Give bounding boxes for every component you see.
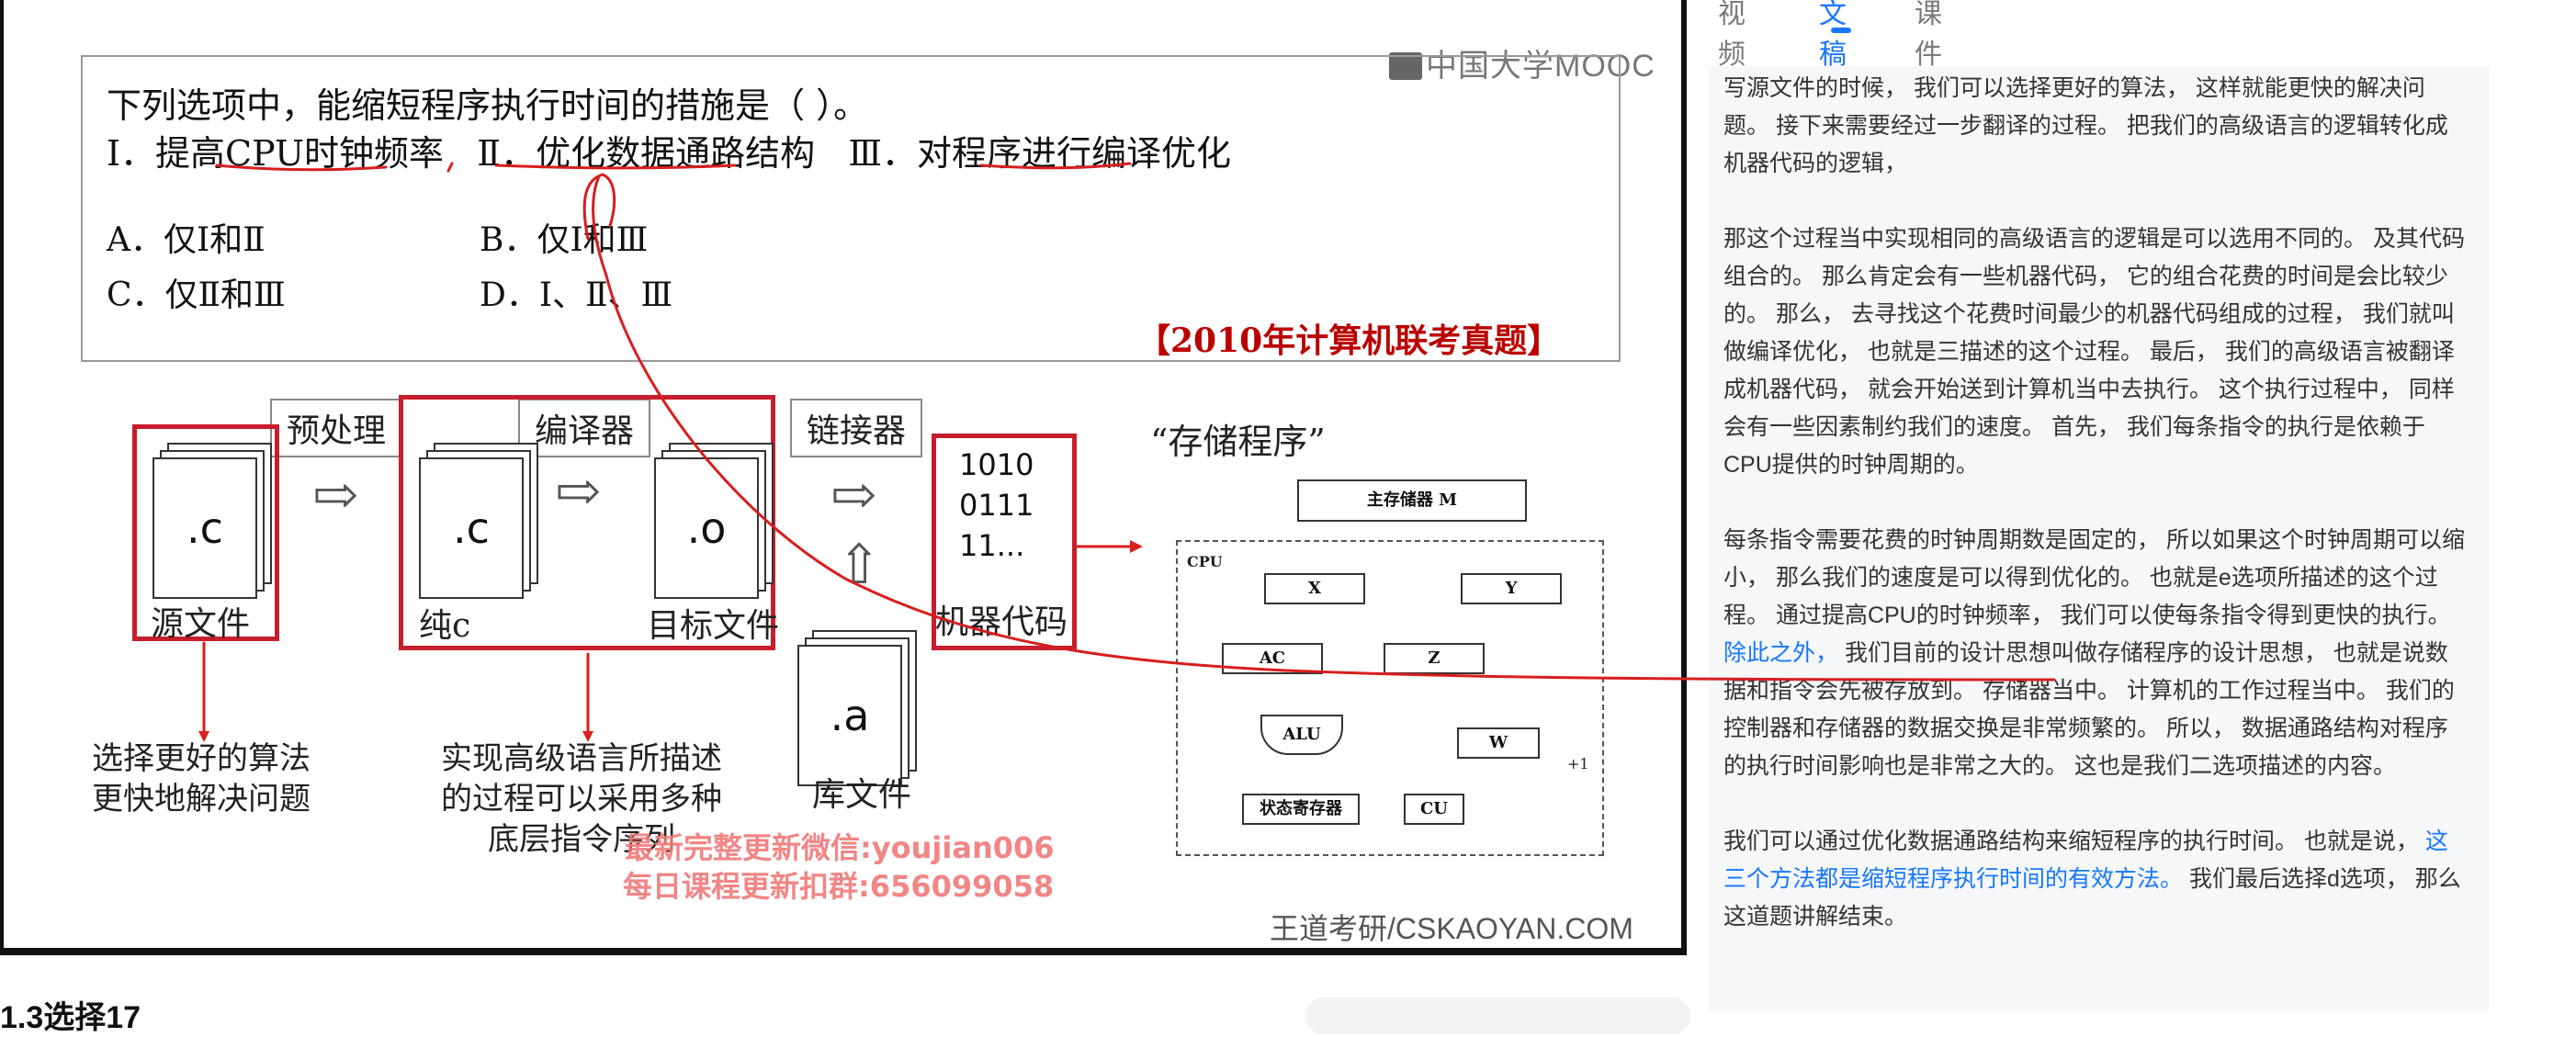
- video-player[interactable]: 中国大学MOOC 下列选项中，能缩短程序执行时间的措施是（ ）。 Ⅰ．提高CPU…: [0, 0, 1687, 955]
- control-unit: CU: [1404, 794, 1464, 825]
- pure-c-doc: .c: [419, 457, 524, 599]
- question-item-3: Ⅲ．对程序进行编译优化: [848, 133, 1232, 174]
- arrow-right-icon: ⇨: [555, 459, 602, 524]
- object-file-caption: 目标文件: [647, 607, 780, 645]
- question-stem: 下列选项中，能缩短程序执行时间的措施是（ ）。: [107, 85, 869, 126]
- status-register: 状态寄存器: [1242, 794, 1360, 825]
- bottom-control-pill[interactable]: [1305, 998, 1690, 1034]
- tab-courseware[interactable]: 课件: [1915, 0, 1942, 70]
- arrow-right-icon: ⇨: [830, 463, 877, 527]
- pure-c-caption: 纯c: [419, 607, 471, 645]
- machine-code-bits: 1010 0111 11...: [959, 447, 1034, 563]
- machine-code-caption: 机器代码: [935, 603, 1068, 641]
- transcript-panel[interactable]: 写源文件的时候， 我们可以选择更好的算法， 这样就能更快的解决问题。 接下来需要…: [1709, 66, 2490, 1012]
- transcript-paragraph[interactable]: 写源文件的时候， 我们可以选择更好的算法， 这样就能更快的解决问题。 接下来需要…: [1723, 75, 2448, 176]
- register-ac: AC: [1222, 643, 1323, 674]
- arrow-up-icon: ⇧: [836, 533, 883, 597]
- transcript-paragraph[interactable]: 每条指令需要花费的时钟周期数是固定的， 所以如果这个时钟周期可以缩小， 那么我们…: [1723, 527, 2465, 779]
- transcript-paragraph[interactable]: 那这个过程当中实现相同的高级语言的逻辑是可以选用不同的。 及其代码组合的。 那么…: [1723, 226, 2465, 478]
- object-file-doc: .o: [654, 457, 759, 599]
- source-file-doc: .c: [153, 457, 257, 599]
- register-y: Y: [1461, 573, 1562, 604]
- register-x: X: [1264, 573, 1365, 604]
- mooc-logo: 中国大学MOOC: [1389, 40, 1655, 85]
- library-file-caption: 库文件: [812, 776, 912, 814]
- question-box: 下列选项中，能缩短程序执行时间的措施是（ ）。 Ⅰ．提高CPU时钟频率 Ⅱ．优化…: [81, 55, 1621, 362]
- question-item-2: Ⅱ．优化数据通路结构: [477, 133, 816, 174]
- promo-watermark-1: 最新完整更新微信:youjian006: [625, 830, 1055, 865]
- transcript-paragraph[interactable]: 我们可以通过优化数据通路结构来缩短程序的执行时间。 也就是说， 这三个方法都是缩…: [1723, 828, 2461, 930]
- option-d: D．Ⅰ、Ⅱ、Ⅲ: [480, 276, 673, 314]
- register-w: W: [1457, 727, 1540, 759]
- lesson-title: 1.3选择17: [0, 1000, 141, 1035]
- option-a: A．仅Ⅰ和Ⅱ: [107, 221, 266, 259]
- stored-program-label: “存储程序”: [1150, 422, 1326, 462]
- source-file-box: [132, 424, 279, 641]
- active-tab-indicator: [1831, 28, 1851, 33]
- mooc-logo-icon: [1389, 52, 1422, 80]
- preprocess-label: 预处理: [270, 399, 403, 457]
- note-instruction-sequence: 实现高级语言所描述 的过程可以采用多种 底层指令序列: [441, 740, 722, 858]
- library-file-doc: .a: [797, 645, 902, 786]
- tab-video[interactable]: 视频: [1718, 0, 1746, 70]
- linker-label: 链接器: [790, 399, 923, 457]
- option-b: B．仅Ⅰ和Ⅲ: [480, 221, 649, 259]
- highlighted-sentence: 这三个方法都是缩短程序执行时间的有效方法。: [1723, 828, 2448, 892]
- tab-transcript[interactable]: 文稿: [1819, 0, 1847, 70]
- slide-brand: 王道考研/CSKAOYAN.COM: [1270, 912, 1633, 945]
- arrow-right-icon: ⇨: [312, 463, 359, 527]
- alu-block: ALU: [1260, 715, 1343, 755]
- increment-label: +1: [1567, 755, 1589, 772]
- question-item-1: Ⅰ．提高CPU时钟频率: [107, 133, 445, 174]
- promo-watermark-2: 每日课程更新扣群:656099058: [623, 869, 1055, 904]
- question-items: Ⅰ．提高CPU时钟频率 Ⅱ．优化数据通路结构 Ⅲ．对程序进行编译优化: [107, 125, 1231, 175]
- main-memory-block: 主存储器 M: [1297, 479, 1527, 522]
- note-better-algorithm: 选择更好的算法 更快地解决问题: [92, 740, 311, 817]
- lecture-slide: 中国大学MOOC 下列选项中，能缩短程序执行时间的措施是（ ）。 Ⅰ．提高CPU…: [4, 0, 1681, 948]
- source-file-caption: 源文件: [151, 605, 251, 643]
- cpu-label: CPU: [1187, 553, 1223, 570]
- register-z: Z: [1384, 643, 1485, 674]
- exam-tag: 【2010年计算机联考真题】: [1137, 321, 1561, 360]
- highlighted-sentence: 除此之外，: [1723, 640, 1839, 666]
- cpu-diagram: 主存储器 M CPU X Y AC Z ALU W 状态寄存器 CU +1: [1176, 479, 1604, 856]
- option-c: C．仅Ⅱ和Ⅲ: [107, 276, 286, 314]
